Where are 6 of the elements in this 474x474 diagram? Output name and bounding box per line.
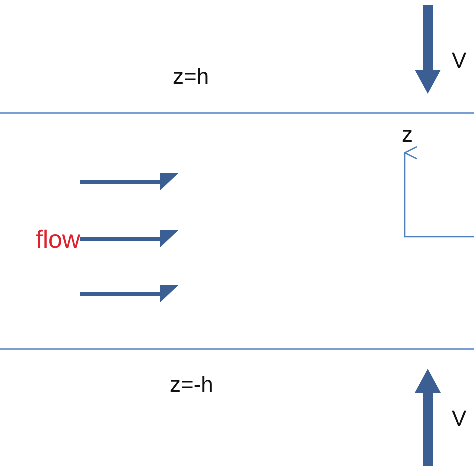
velocity-label: V bbox=[452, 408, 467, 430]
boundary-label: z=h bbox=[173, 66, 210, 88]
velocity-label: V bbox=[452, 50, 467, 72]
flow-label: flow bbox=[36, 228, 80, 253]
boundary-label: z=-h bbox=[170, 374, 214, 396]
axis-label: z bbox=[402, 124, 413, 146]
